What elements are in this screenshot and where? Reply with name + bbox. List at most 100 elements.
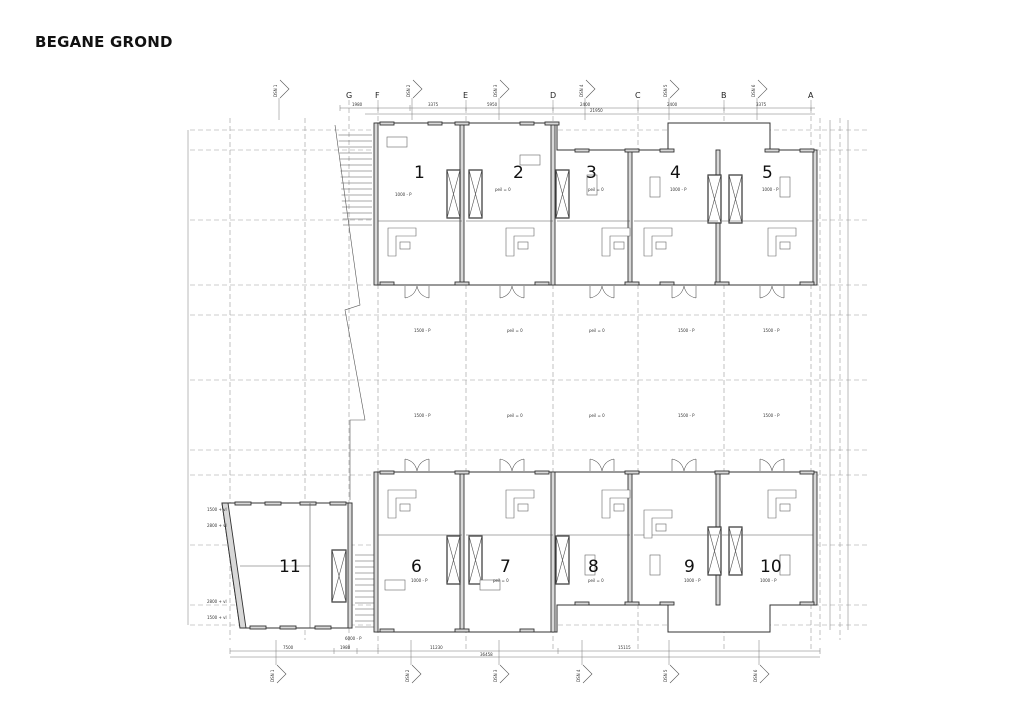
party-wall — [459, 122, 465, 286]
window — [264, 501, 282, 506]
page-title: BEGANE GROND — [35, 33, 173, 51]
section-marker-icon — [499, 79, 510, 99]
facade-wall — [373, 471, 379, 633]
level-label: peil = 0 — [588, 578, 604, 583]
unit-number: 6 — [411, 557, 422, 577]
dimension-value: 7500 — [283, 645, 294, 650]
party-wall — [459, 471, 465, 633]
window — [799, 281, 815, 286]
section-marker-label: DSN 4 — [576, 669, 581, 682]
level-label: 1000 - P — [760, 578, 777, 583]
dining-table — [479, 579, 501, 591]
window — [544, 121, 560, 126]
unit-number: 5 — [762, 163, 773, 183]
window — [659, 148, 675, 153]
unit-number: 2 — [513, 163, 524, 183]
door — [671, 458, 697, 472]
section-marker-label: DSN 5 — [663, 84, 668, 97]
section-marker-label: DSN 1 — [270, 669, 275, 682]
window — [379, 281, 395, 286]
window — [624, 601, 640, 606]
section-marker-icon — [279, 79, 290, 99]
door — [589, 285, 615, 299]
sofa — [601, 227, 631, 257]
level-label: peil = 0 — [507, 413, 523, 418]
window — [659, 281, 675, 286]
stair-diagonal — [446, 535, 461, 585]
sofa — [767, 227, 797, 257]
dining-table — [779, 176, 791, 198]
level-label: 1500 - P — [414, 328, 431, 333]
section-marker-label: DSN 3 — [493, 84, 498, 97]
level-label: peil = 0 — [588, 187, 604, 192]
ramp-edge — [334, 124, 366, 500]
window — [314, 625, 332, 630]
dimension-total: 36458 — [480, 652, 493, 657]
dining-table — [779, 554, 791, 576]
window — [379, 121, 395, 126]
dimension-value: 5950 — [487, 102, 498, 107]
unit-number: 1 — [414, 163, 425, 183]
stair-diagonal — [555, 535, 570, 585]
window — [574, 601, 590, 606]
sofa — [505, 489, 535, 519]
coffee-table — [613, 503, 625, 512]
door — [759, 285, 785, 299]
sofa — [387, 227, 417, 257]
grid-axis-label: E — [463, 91, 468, 100]
level-label: 1000 - P — [684, 578, 701, 583]
window — [454, 281, 470, 286]
window — [234, 501, 252, 506]
level-label: 2800 + vl — [207, 523, 227, 528]
section-marker-label: DSN 4 — [579, 84, 584, 97]
level-label: peil = 0 — [589, 328, 605, 333]
door — [589, 458, 615, 472]
window — [624, 148, 640, 153]
dimension-value: 11230 — [430, 645, 443, 650]
dimension-value: 3375 — [756, 102, 767, 107]
facade-wall — [812, 471, 818, 606]
unit-number: 4 — [670, 163, 681, 183]
party-wall — [550, 122, 556, 286]
window — [624, 281, 640, 286]
section-marker-icon — [585, 79, 596, 99]
unit-number: 11 — [279, 557, 301, 577]
grid-axis-label: A — [808, 91, 814, 100]
dining-table — [386, 136, 408, 148]
party-wall — [550, 471, 556, 633]
window — [799, 148, 815, 153]
window — [799, 470, 815, 475]
unit-number: 9 — [684, 557, 695, 577]
unit-number: 8 — [588, 557, 599, 577]
level-label: 1500 + vl — [207, 507, 227, 512]
coffee-table — [399, 503, 411, 512]
stair-diagonal — [331, 549, 347, 603]
section-marker-icon — [669, 664, 680, 684]
window — [379, 628, 395, 633]
section-marker-label: DSN 2 — [406, 84, 411, 97]
window — [454, 470, 470, 475]
wall — [221, 502, 247, 629]
stair-diagonal — [446, 169, 461, 219]
window — [799, 601, 815, 606]
dining-table — [649, 554, 661, 576]
sofa — [643, 227, 673, 257]
level-label: 1500 - P — [763, 413, 780, 418]
window — [714, 470, 730, 475]
coffee-table — [613, 241, 625, 250]
coffee-table — [779, 503, 791, 512]
sofa — [767, 489, 797, 519]
unit-number: 3 — [586, 163, 597, 183]
section-marker-label: DSN 6 — [751, 84, 756, 97]
dimension-value: 1980 — [340, 645, 351, 650]
dimension-value: 2400 — [667, 102, 678, 107]
section-marker-label: DSN 6 — [753, 669, 758, 682]
door — [404, 285, 430, 299]
section-marker-icon — [669, 79, 680, 99]
section-marker-label: DSN 3 — [493, 669, 498, 682]
building-block-south — [375, 471, 816, 633]
door — [671, 285, 697, 299]
window — [574, 148, 590, 153]
window — [454, 121, 470, 126]
stair-diagonal — [728, 174, 743, 224]
